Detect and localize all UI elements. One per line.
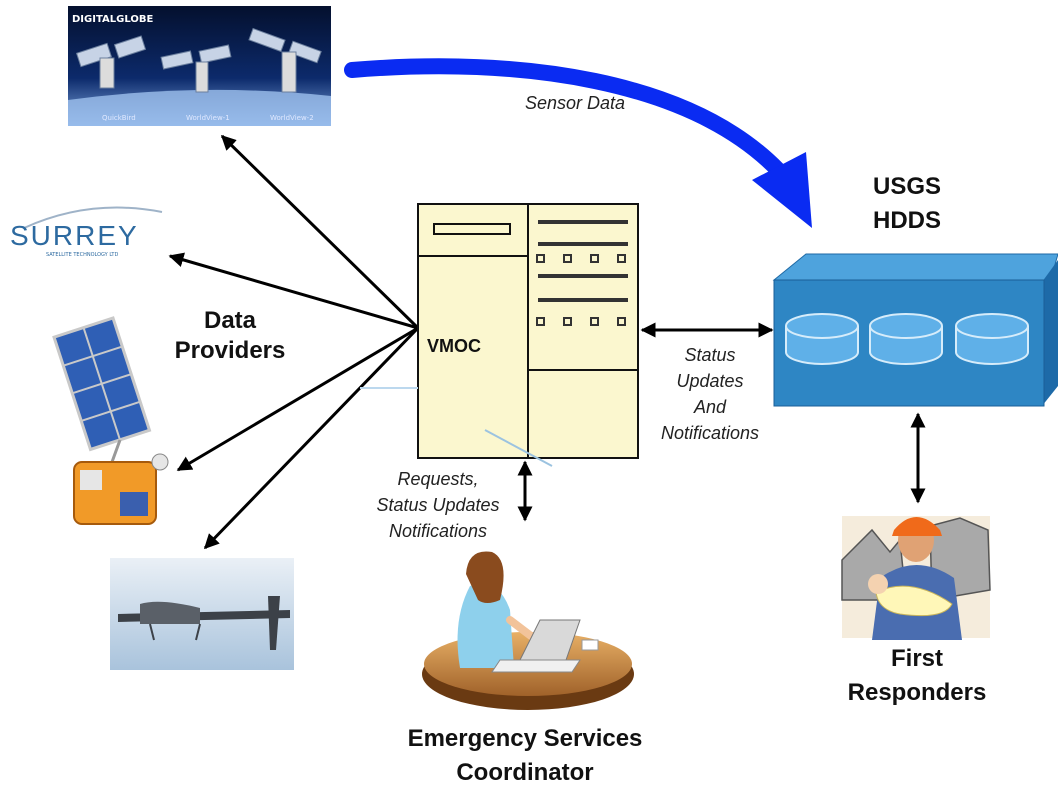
data-providers-label: Data Providers bbox=[150, 306, 310, 366]
coordinator-line-2: Coordinator bbox=[456, 759, 594, 786]
satellite-name-2: WorldView-1 bbox=[186, 114, 230, 122]
digitalglobe-brand: DIGITALGLOBE bbox=[72, 14, 153, 25]
connector-drone bbox=[203, 326, 420, 550]
responder-with-child-icon bbox=[841, 516, 991, 640]
data-providers-line-1: Data bbox=[203, 307, 257, 334]
status-line-3: And bbox=[693, 397, 727, 417]
connector-satellite bbox=[176, 326, 419, 472]
surrey-logo: SURREY SATELLITE TECHNOLOGY LTD bbox=[10, 206, 163, 258]
satellite-name-3: WorldView-2 bbox=[270, 114, 314, 122]
usgs-line-2: HDDS bbox=[872, 207, 941, 234]
requests-line-2: Status Updates bbox=[376, 495, 500, 515]
vmoc-label: VMOC bbox=[427, 336, 481, 356]
satellite-image bbox=[52, 316, 169, 525]
responders-line-1: First bbox=[890, 645, 943, 672]
drone-image bbox=[110, 558, 294, 670]
server-rack-icon bbox=[360, 203, 639, 467]
satellite-name-1: QuickBird bbox=[102, 114, 136, 122]
satellite-constellation-image: DIGITALGLOBE QuickBird WorldView-1 World… bbox=[68, 6, 331, 126]
responders-label: First Responders bbox=[822, 642, 1012, 710]
coordinator-label: Emergency Services Coordinator bbox=[360, 722, 690, 790]
requests-label: Requests, Status Updates Notifications bbox=[356, 466, 520, 544]
operator-at-desk-icon bbox=[422, 551, 634, 710]
surrey-tagline: SATELLITE TECHNOLOGY LTD bbox=[46, 252, 118, 258]
usgs-line-1: USGS bbox=[872, 173, 941, 200]
connector-surrey bbox=[168, 252, 419, 330]
coordinator-line-1: Emergency Services bbox=[407, 725, 643, 752]
status-updates-label: Status Updates And Notifications bbox=[644, 342, 776, 446]
sensor-data-arrow bbox=[344, 58, 812, 228]
data-providers-line-2: Providers bbox=[174, 337, 286, 364]
status-line-1: Status bbox=[684, 345, 736, 365]
surrey-name: SURREY bbox=[10, 220, 139, 251]
requests-line-3: Notifications bbox=[388, 521, 488, 541]
sensor-data-label: Sensor Data bbox=[524, 93, 626, 113]
responders-line-2: Responders bbox=[847, 679, 987, 706]
disk-array-icon bbox=[772, 253, 1058, 407]
connector-digitalglobe bbox=[220, 134, 420, 330]
usgs-hdds-label: USGS HDDS bbox=[852, 170, 962, 238]
status-line-2: Updates bbox=[676, 371, 744, 391]
requests-line-1: Requests, bbox=[397, 469, 479, 489]
provider-connectors bbox=[168, 134, 926, 550]
status-line-4: Notifications bbox=[660, 423, 760, 443]
